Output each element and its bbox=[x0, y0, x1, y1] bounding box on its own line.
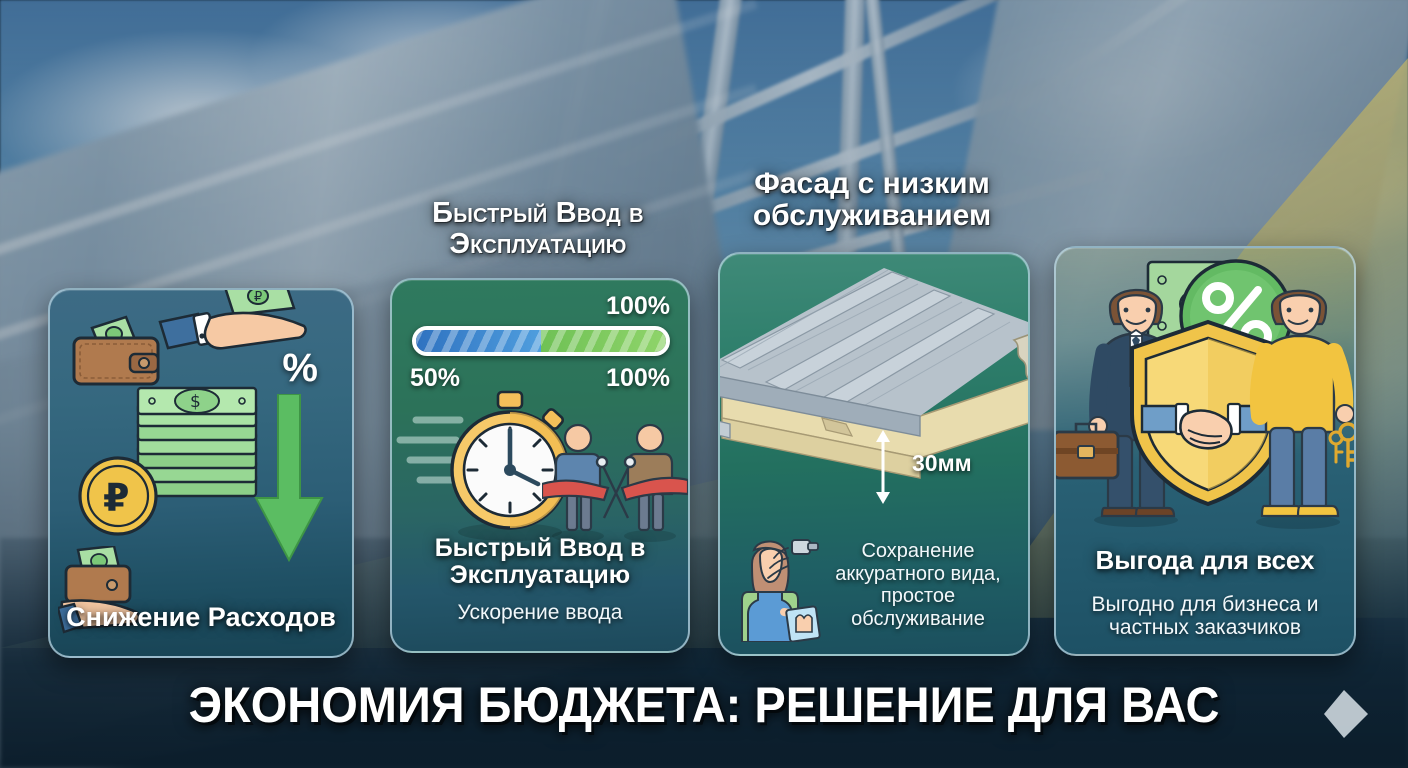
header-fast-commissioning: Быстрый Ввод в Эксплуатацию bbox=[432, 197, 644, 260]
card-benefit-for-all[interactable]: Выгода для всех Выгодно для бизнеса и ча… bbox=[1054, 246, 1356, 656]
header-low-maintenance-facade: Фасад с низким обслуживанием bbox=[752, 167, 992, 232]
card-fast-commissioning[interactable]: 100% 50% 100% bbox=[390, 278, 690, 653]
card-low-maintenance-facade[interactable]: 30мм bbox=[718, 252, 1030, 656]
spray-bottle-icon bbox=[767, 539, 819, 579]
percent-symbol: % bbox=[282, 346, 318, 390]
down-arrow-icon bbox=[254, 394, 324, 563]
hand-holding-wallet-icon bbox=[58, 546, 141, 634]
wallet-with-cash-icon bbox=[72, 315, 160, 386]
card2-subtitle: Ускорение ввода bbox=[457, 601, 623, 625]
right-arrow-diamond-icon bbox=[1324, 690, 1368, 738]
thickness-label: 30мм bbox=[912, 450, 972, 476]
card4-subtitle: Выгодно для бизнеса и частных заказчиков bbox=[1091, 592, 1319, 640]
progress-bottom-left-label: 50% bbox=[410, 364, 461, 392]
progress-bar-green-segment bbox=[541, 330, 666, 352]
card4-title: Выгода для всех bbox=[1095, 544, 1315, 575]
thickness-arrow-icon bbox=[876, 430, 890, 504]
stopwatch-icon bbox=[450, 390, 570, 541]
sandwich-panel-icon bbox=[720, 268, 1028, 479]
hand-giving-money-icon: ₽ bbox=[158, 290, 307, 350]
ruble-coin-icon: ₽ bbox=[78, 456, 158, 536]
card2-title: Быстрый Ввод в Эксплуатацию bbox=[434, 534, 646, 589]
bottom-banner-text: ЭКОНОМИЯ БЮДЖЕТА: РЕШЕНИЕ ДЛЯ ВАС bbox=[188, 677, 1220, 733]
ribbon-cutting-icon bbox=[542, 423, 688, 542]
card1-title: Снижение Расходов bbox=[66, 601, 336, 632]
customer-with-keys-icon bbox=[1249, 289, 1354, 529]
progress-top-right-label: 100% bbox=[606, 292, 670, 320]
briefcase-icon bbox=[1056, 422, 1120, 480]
progress-bar[interactable] bbox=[412, 326, 670, 356]
keys-icon bbox=[1328, 422, 1354, 468]
svg-text:₽: ₽ bbox=[254, 290, 262, 305]
svg-text:₽: ₽ bbox=[103, 476, 129, 520]
card3-subtitle: Сохранение аккуратного вида, простое обс… bbox=[835, 540, 1001, 630]
stack-of-banknotes-icon: $ bbox=[136, 386, 258, 498]
cleaning-woman-icon bbox=[741, 539, 821, 642]
card-cost-reduction[interactable]: ₽ $ bbox=[48, 288, 354, 658]
handshake-shield-icon bbox=[1130, 319, 1286, 507]
progress-bar-blue-segment bbox=[416, 330, 541, 352]
svg-text:$: $ bbox=[190, 392, 201, 412]
progress-bottom-right-label: 100% bbox=[606, 364, 670, 392]
scissors-icon bbox=[595, 455, 637, 519]
